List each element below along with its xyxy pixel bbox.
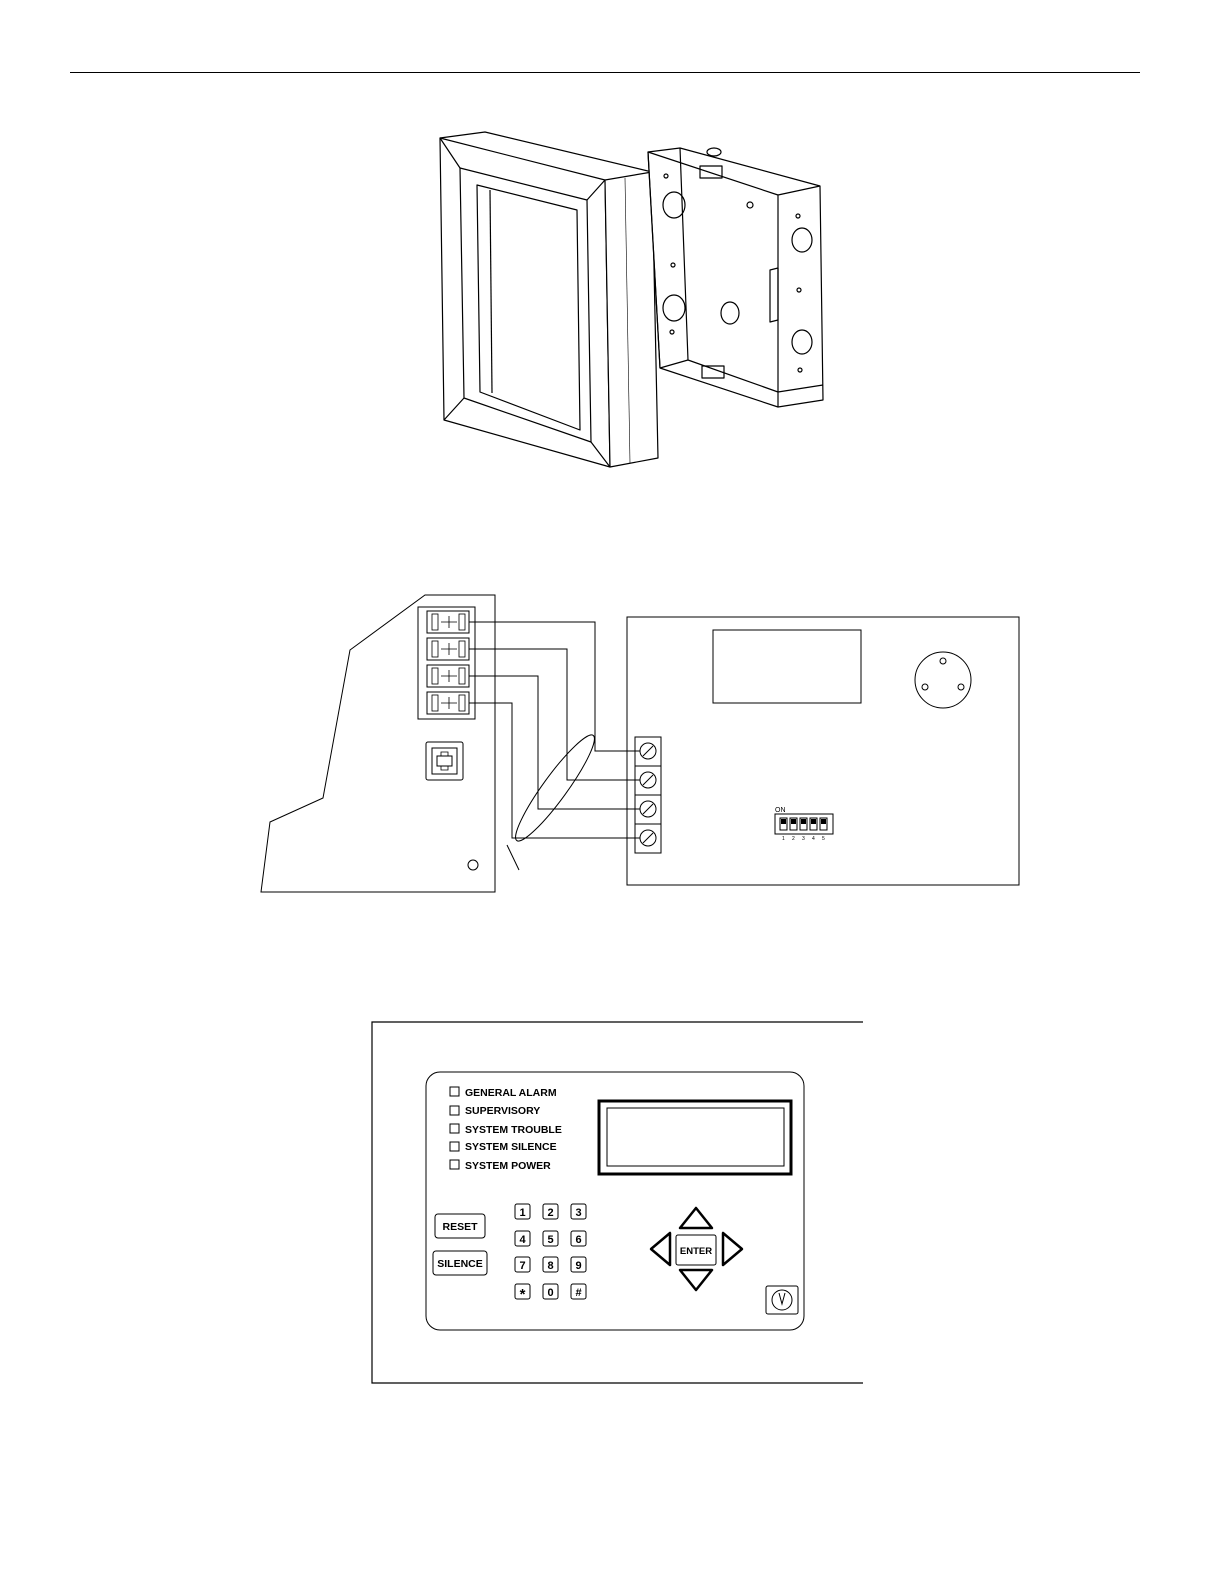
svg-text:RESET: RESET <box>442 1221 478 1233</box>
svg-text:7: 7 <box>519 1260 525 1272</box>
led-system-trouble: SYSTEM TROUBLE <box>450 1124 562 1136</box>
key-5[interactable]: 5 <box>543 1231 558 1246</box>
svg-text:1: 1 <box>782 836 785 842</box>
svg-text:8: 8 <box>547 1260 553 1272</box>
usb-port-icon <box>426 742 463 780</box>
mounting-hole <box>468 860 478 870</box>
svg-text:1: 1 <box>519 1207 525 1219</box>
key-4[interactable]: 4 <box>515 1231 530 1246</box>
svg-text:9: 9 <box>575 1260 581 1272</box>
svg-text:SUPERVISORY: SUPERVISORY <box>465 1105 540 1117</box>
panel-terminal-block <box>418 607 475 719</box>
device-sounder <box>915 652 971 708</box>
svg-text:4: 4 <box>812 836 815 842</box>
wiring-diagram: ON 1 2 3 4 5 <box>255 590 1025 895</box>
dip-switch-on-label: ON <box>775 807 786 814</box>
svg-text:5: 5 <box>822 836 825 842</box>
key-0[interactable]: 0 <box>543 1284 558 1299</box>
key-6[interactable]: 6 <box>571 1231 586 1246</box>
device-display-window <box>713 630 861 703</box>
key-3[interactable]: 3 <box>571 1204 586 1219</box>
control-panel-outline <box>261 595 495 892</box>
svg-text:ENTER: ENTER <box>680 1246 712 1257</box>
key-7[interactable]: 7 <box>515 1257 530 1272</box>
svg-text:2: 2 <box>547 1207 553 1219</box>
drain-wire <box>507 845 519 870</box>
annunciator-figure: GENERAL ALARM SUPERVISORY SYSTEM TROUBLE… <box>370 1020 866 1386</box>
dip-switch-numbers: 1 2 3 4 5 <box>782 836 825 842</box>
key-switch-icon[interactable] <box>766 1286 798 1314</box>
led-system-power: SYSTEM POWER <box>450 1160 551 1172</box>
svg-text:*: * <box>520 1286 526 1303</box>
key-2[interactable]: 2 <box>543 1204 558 1219</box>
svg-text:0: 0 <box>547 1287 553 1299</box>
svg-text:5: 5 <box>547 1234 553 1246</box>
back-box <box>648 148 823 407</box>
svg-text:SYSTEM TROUBLE: SYSTEM TROUBLE <box>465 1124 562 1136</box>
svg-text:SILENCE: SILENCE <box>437 1258 483 1270</box>
svg-text:4: 4 <box>519 1234 526 1246</box>
device-terminal-block <box>635 737 661 853</box>
svg-text:SYSTEM SILENCE: SYSTEM SILENCE <box>465 1141 557 1153</box>
svg-text:2: 2 <box>792 836 795 842</box>
svg-text:3: 3 <box>802 836 805 842</box>
trim-ring <box>440 132 658 467</box>
svg-text:SYSTEM POWER: SYSTEM POWER <box>465 1160 551 1172</box>
key-1[interactable]: 1 <box>515 1204 530 1219</box>
led-system-silence: SYSTEM SILENCE <box>450 1141 557 1153</box>
enclosure-drawing <box>430 130 830 475</box>
enter-button[interactable]: ENTER <box>676 1235 716 1265</box>
key-9[interactable]: 9 <box>571 1257 586 1272</box>
svg-text:#: # <box>575 1287 581 1299</box>
device-board <box>627 617 1019 885</box>
key-hash[interactable]: # <box>571 1284 586 1299</box>
dip-switch <box>775 814 833 834</box>
twisted-pair-loop <box>507 728 603 847</box>
silence-button[interactable]: SILENCE <box>433 1251 487 1275</box>
led-general-alarm: GENERAL ALARM <box>450 1087 557 1099</box>
reset-button[interactable]: RESET <box>435 1214 485 1238</box>
svg-text:3: 3 <box>575 1207 581 1219</box>
svg-text:GENERAL ALARM: GENERAL ALARM <box>465 1087 557 1099</box>
svg-text:6: 6 <box>575 1234 581 1246</box>
key-8[interactable]: 8 <box>543 1257 558 1272</box>
header-rule <box>70 72 1140 73</box>
